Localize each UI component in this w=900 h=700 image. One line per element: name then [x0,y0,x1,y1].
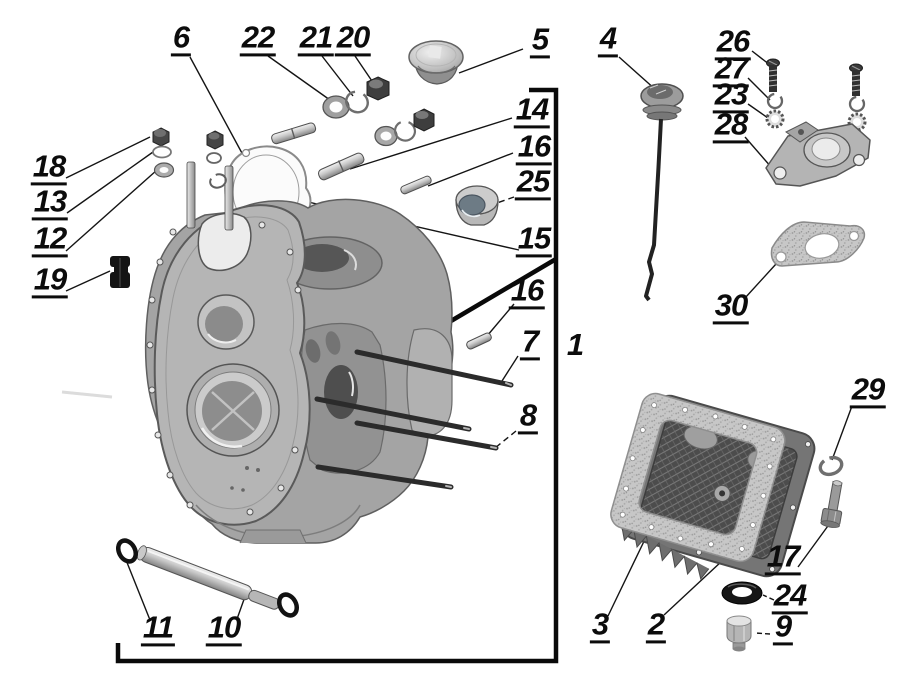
leader-17 [797,518,834,568]
flange-gasket-30 [770,221,866,267]
leader-12 [65,169,158,252]
deck-studs-15 [186,161,234,231]
screw-26-left [766,58,780,92]
pan-bolt-17 [820,480,843,528]
washer-12 [153,162,175,178]
leader-lines [65,48,853,635]
leader-29 [831,405,853,461]
lock-washer-29 [818,455,844,477]
stud-16-upper [400,175,432,195]
shaft-10 [136,545,281,610]
leader-19 [65,270,111,292]
breather-flange-28 [765,121,871,187]
dipstick-4 [640,83,684,302]
cylinder-studs-7-8 [314,349,514,490]
crankcase-part-1 [61,198,454,544]
leader-20 [354,55,375,85]
lock-ring-27-right [848,95,866,113]
leader-24 [762,594,775,601]
leader-28 [744,136,773,169]
crankshaft-bore [186,363,280,457]
bushing-25 [455,185,499,226]
nut-second-set [413,108,435,132]
face-bolt-holes [146,221,302,516]
leader-16a [427,152,514,187]
leader-16b [486,303,515,337]
leader-23 [747,103,769,119]
stud-16-lower [466,332,492,350]
nut-small-b [206,130,224,150]
leader-18 [65,136,151,179]
leader-22 [267,55,331,101]
screw-26-right [849,63,863,96]
washer-22 [322,95,350,119]
leader-14 [349,117,513,170]
rubber-plug-19 [110,256,130,288]
leader-21 [321,55,354,97]
drain-plug-9 [726,615,752,652]
leader-8 [494,430,517,449]
pan-gasket-3 [610,392,786,563]
leader-27 [747,77,771,101]
lock-ring-small-b [206,152,222,164]
nut-18 [152,127,170,147]
leader-4 [618,56,657,91]
lock-washer-21 [345,90,369,114]
leader-30 [744,263,777,299]
leader-2 [663,560,723,616]
leader-7 [501,355,519,382]
stud-base-ring [209,173,227,189]
lock-washer-second-set [393,120,417,142]
leader-25 [493,196,515,205]
o-ring-11-left [115,538,139,564]
star-washer-23-left [765,109,785,129]
stud-14-upper [271,122,317,145]
leader-6 [189,56,244,156]
leader-9 [754,632,771,635]
mount-boss [406,328,453,437]
stud-14-lower [317,152,365,181]
leader-5 [458,48,524,74]
oil-filler-cap-5 [408,40,464,85]
leader-13 [66,151,154,214]
lock-ring-27-left [766,92,784,110]
nut-20 [366,76,390,101]
camshaft-bore [197,294,255,350]
washer-second-set [374,125,398,147]
lock-ring-13 [152,145,172,159]
o-ring-11-right [276,592,300,618]
leader-3 [607,532,649,617]
leader-11 [125,559,151,621]
seal-washer-24 [721,581,763,605]
